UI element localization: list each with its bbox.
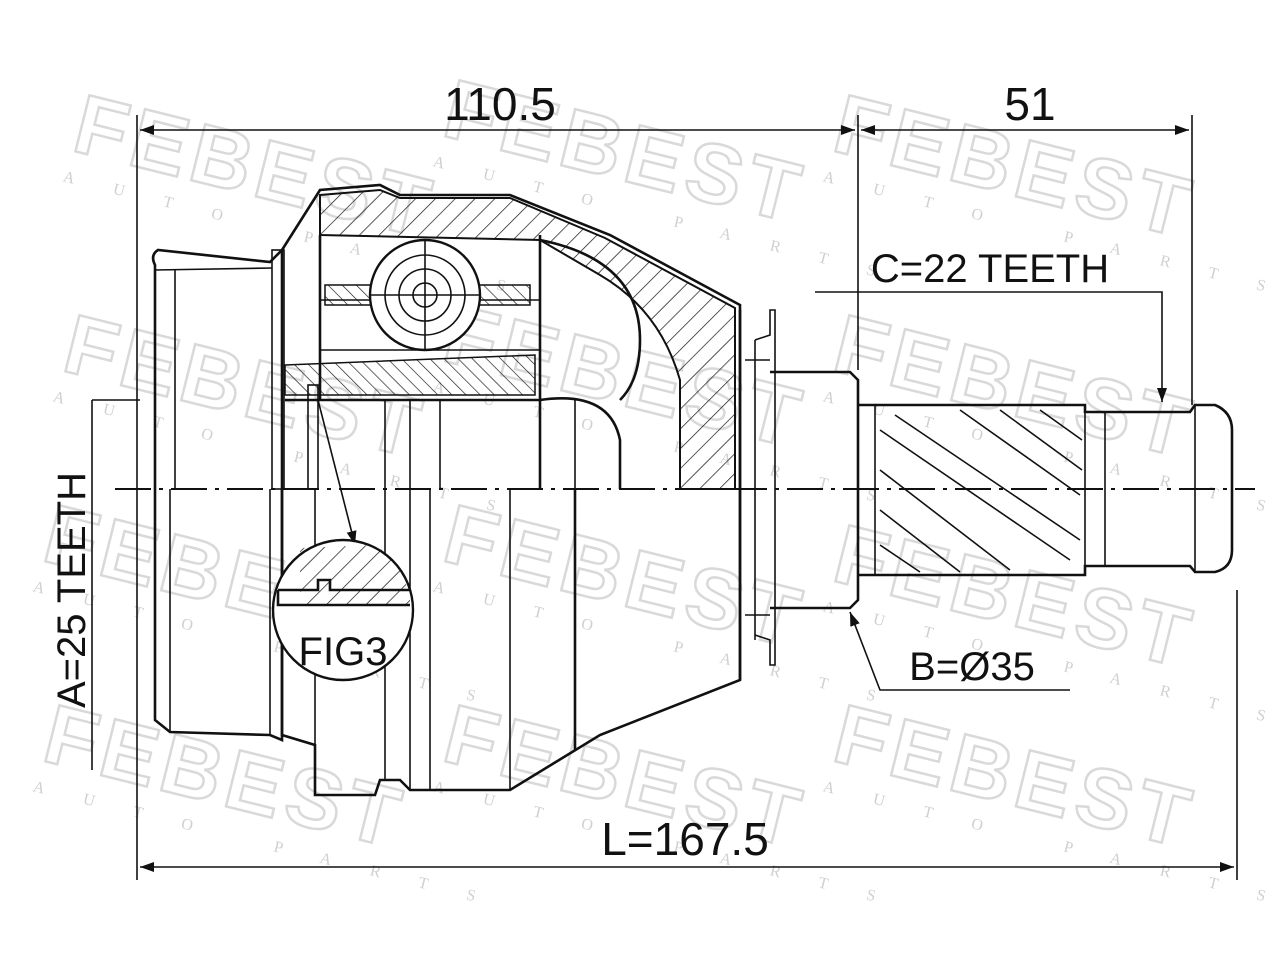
outer-lower-half — [153, 489, 742, 797]
fig3-label: FIG3 — [299, 630, 388, 674]
housing-outline — [280, 183, 742, 489]
dimension-top-right: 51 — [1004, 78, 1055, 130]
label-c-teeth: C=22 TEETH — [871, 247, 1109, 291]
dimension-top-left: 110.5 — [444, 78, 556, 130]
section-upper-half — [151, 183, 742, 490]
housing-section-hatch — [319, 188, 736, 490]
fig3-detail: FIG3 — [271, 399, 415, 682]
seal-flange — [738, 309, 860, 680]
leader-b — [849, 611, 1070, 691]
label-a-teeth: A=25 TEETH — [50, 472, 94, 708]
leader-c — [815, 291, 1167, 402]
output-shaft — [858, 403, 1234, 577]
boot-outline — [151, 246, 284, 489]
label-l-length: L=167.5 — [601, 813, 769, 865]
label-b-diameter: B=Ø35 — [909, 645, 1035, 689]
